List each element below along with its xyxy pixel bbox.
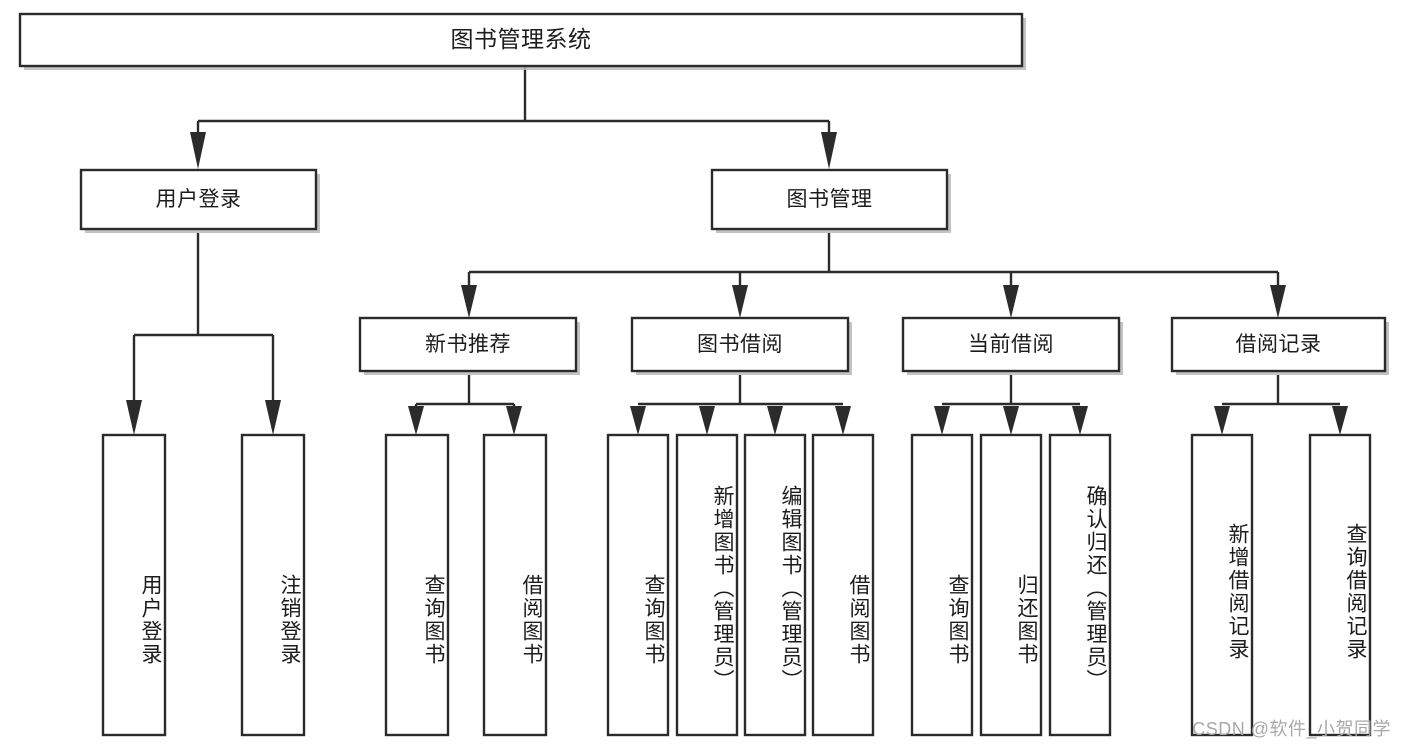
leaf-box-user-login[interactable] (101, 433, 167, 737)
arrow-head-current-borrow (1003, 285, 1019, 318)
arrow-head-borrow-record (1270, 285, 1286, 318)
book-borrow-node-box[interactable] (630, 316, 850, 373)
arrow-head-cb-leaf-1 (934, 406, 950, 435)
arrow-head-new-book-rec (461, 285, 477, 318)
leaf-box-br-query-record[interactable] (1308, 433, 1372, 737)
leaf-box-cb-query-book[interactable] (910, 433, 974, 737)
arrow-head-leaf-logout (265, 400, 281, 435)
arrow-head-cb-leaf-2 (1003, 406, 1019, 435)
arrow-head-bb-leaf-3 (767, 406, 783, 435)
arrow-head-bb-leaf-4 (835, 406, 851, 435)
root-node-box[interactable] (18, 12, 1024, 68)
connector-layer (126, 66, 1348, 435)
book-mgmt-node-box[interactable] (710, 168, 949, 231)
arrow-head-nbr-leaf-2 (506, 406, 522, 435)
arrow-head-nbr-leaf-1 (408, 406, 424, 435)
new-book-rec-node-box[interactable] (358, 316, 578, 373)
leaf-box-logout[interactable] (240, 433, 306, 737)
leaf-box-cb-return-book[interactable] (979, 433, 1043, 737)
leaf-box-bb-query-book[interactable] (606, 433, 670, 737)
node-layer (18, 12, 1389, 737)
leaf-box-nbr-borrow-book[interactable] (482, 433, 548, 737)
arrow-head-book-mgmt (821, 132, 837, 169)
borrow-record-node-box[interactable] (1170, 316, 1387, 373)
arrow-head-bb-leaf-1 (630, 406, 646, 435)
current-borrow-node-box[interactable] (901, 316, 1121, 373)
csdn-watermark: CSDN @软件_小贺同学 (1192, 719, 1391, 739)
arrow-head-user-login (190, 132, 206, 169)
leaf-box-bb-edit-book[interactable] (743, 433, 807, 737)
leaf-box-br-add-record[interactable] (1190, 433, 1254, 737)
leaf-box-nbr-query-book[interactable] (384, 433, 450, 737)
arrow-head-leaf-user-login (126, 400, 142, 435)
arrow-head-book-borrow (732, 285, 748, 318)
user-login-node-box[interactable] (79, 168, 318, 231)
arrow-head-bb-leaf-2 (699, 406, 715, 435)
leaf-box-bb-add-book[interactable] (675, 433, 739, 737)
arrow-head-br-leaf-2 (1332, 406, 1348, 435)
leaf-box-cb-confirm-return[interactable] (1048, 433, 1112, 737)
arrow-head-br-leaf-1 (1214, 406, 1230, 435)
arrow-head-cb-leaf-3 (1072, 406, 1088, 435)
leaf-box-bb-borrow-book[interactable] (811, 433, 875, 737)
